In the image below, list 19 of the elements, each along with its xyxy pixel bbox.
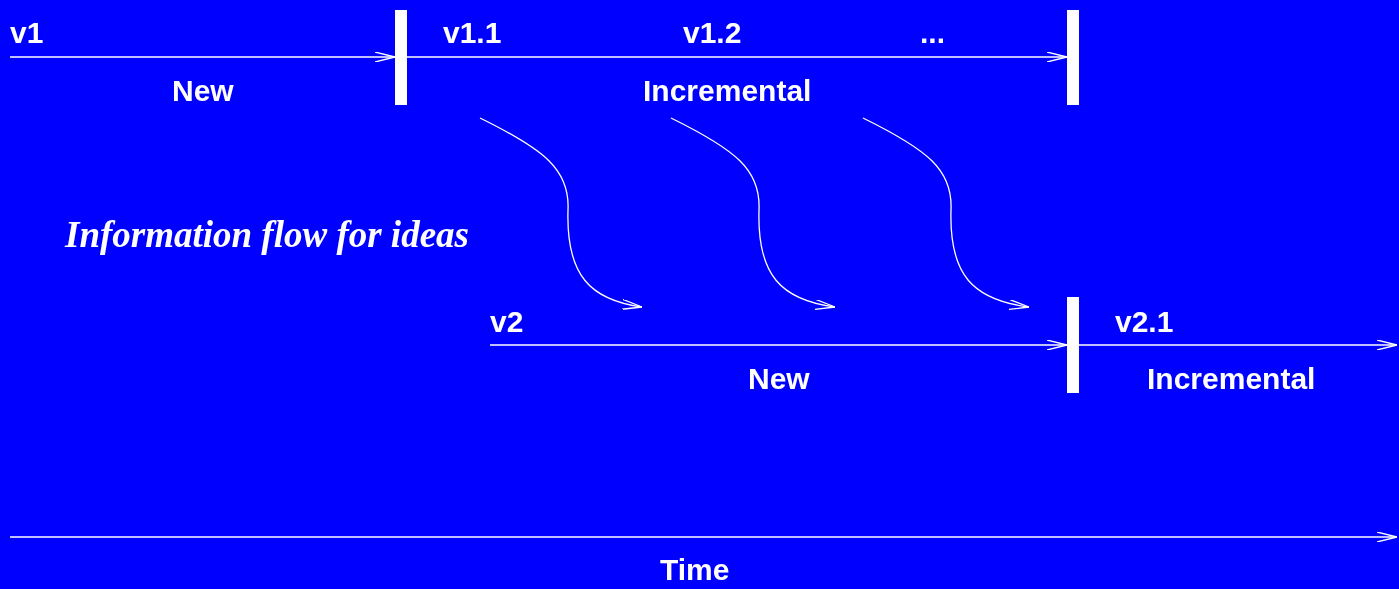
timeline-label: Incremental <box>643 74 812 108</box>
arrow <box>9 51 396 63</box>
arrow <box>406 51 1068 63</box>
annotation-text: Information flow for ideas <box>65 214 469 256</box>
timeline-label: v2 <box>490 305 524 339</box>
timeline-label: v1.1 <box>443 16 502 50</box>
axis-label: Time <box>660 553 730 587</box>
timeline-label: Incremental <box>1147 362 1316 396</box>
timeline-label: v1.2 <box>683 16 742 50</box>
timeline-label: New <box>172 74 234 108</box>
timeline-label: New <box>748 362 810 396</box>
arrow <box>489 339 1068 351</box>
timeline-bar <box>1067 297 1079 393</box>
timeline-label: v1 <box>10 16 44 50</box>
timeline-label: v2.1 <box>1115 305 1174 339</box>
timeline-label: ... <box>920 16 945 50</box>
arrow <box>1078 339 1398 351</box>
timeline-bar <box>395 10 407 105</box>
timeline-bar <box>1067 10 1079 105</box>
